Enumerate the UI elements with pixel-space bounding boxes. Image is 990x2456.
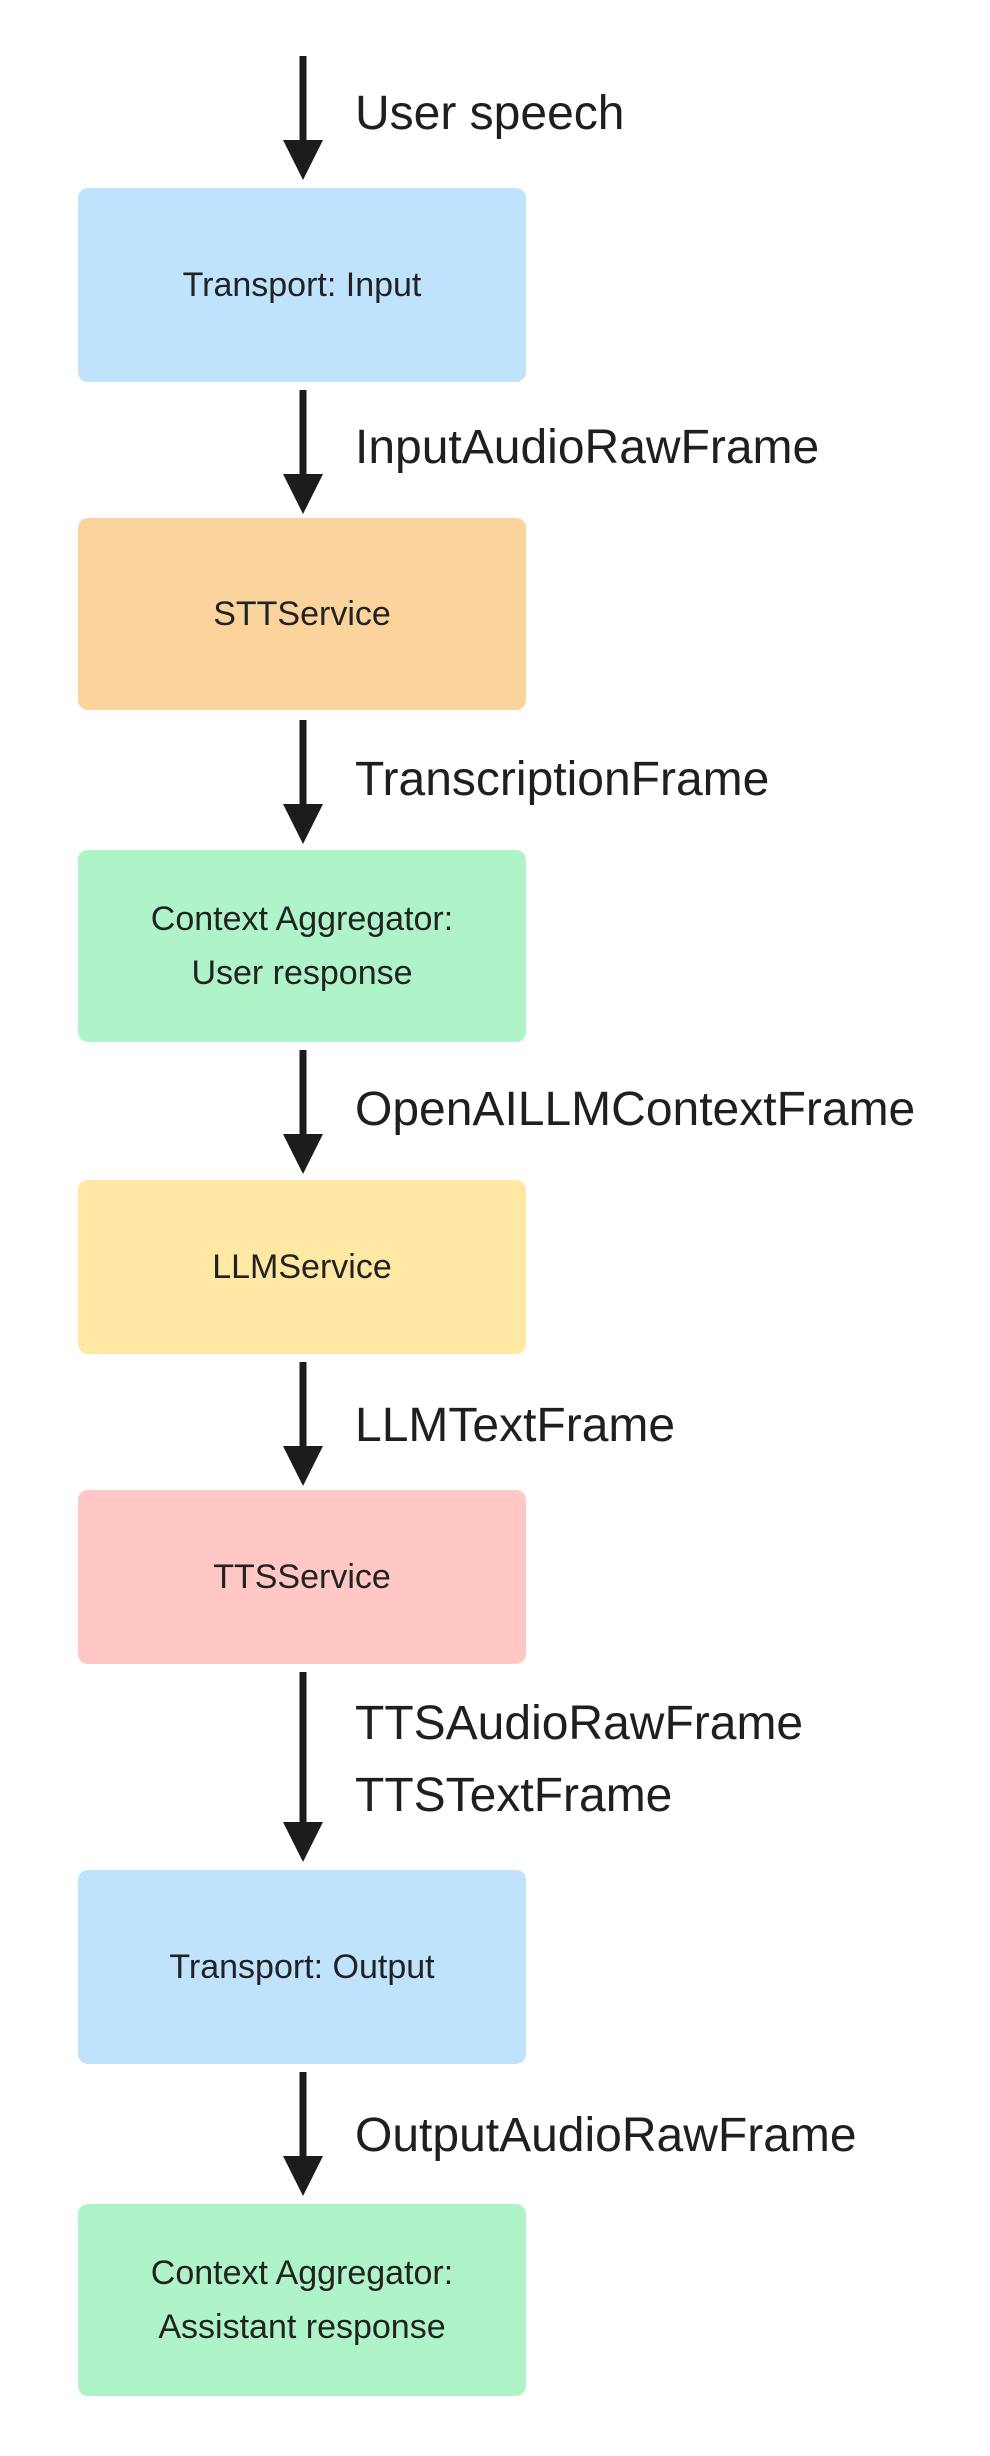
arrow-input-audio-raw-frame bbox=[283, 390, 323, 514]
box-label-line-1: Context Aggregator: bbox=[150, 2254, 454, 2292]
arrow-output-audio-raw-frame bbox=[283, 2072, 323, 2196]
edge-label-input-audio-raw-frame: InputAudioRawFrame bbox=[355, 421, 820, 474]
context-aggregator-assistant-box: Context Aggregator: Assistant response bbox=[78, 2204, 526, 2396]
box-label: Transport: Input bbox=[182, 266, 422, 304]
box-label-line-2: User response bbox=[191, 954, 413, 992]
edge-label-output-audio-raw-frame: OutputAudioRawFrame bbox=[355, 2109, 857, 2162]
edge-label-openai-llm-context-frame: OpenAILLMContextFrame bbox=[355, 1083, 916, 1136]
arrow-tts-audio-and-text-frames bbox=[283, 1672, 323, 1862]
llm-service-box: LLMService bbox=[78, 1180, 526, 1354]
box-label: TTSService bbox=[213, 1558, 391, 1596]
arrow-user-speech bbox=[283, 56, 323, 180]
context-aggregator-user-box: Context Aggregator: User response bbox=[78, 850, 526, 1042]
arrow-openai-llm-context-frame bbox=[283, 1050, 323, 1174]
box-label: LLMService bbox=[212, 1248, 392, 1286]
transport-input-box: Transport: Input bbox=[78, 188, 526, 382]
box-label: STTService bbox=[213, 595, 391, 633]
edge-label-llm-text-frame: LLMTextFrame bbox=[355, 1399, 676, 1452]
stt-service-box: STTService bbox=[78, 518, 526, 710]
box-label-line-1: Context Aggregator: bbox=[150, 900, 454, 938]
edge-label-user-speech: User speech bbox=[355, 87, 625, 140]
edge-label-tts-audio-raw-frame: TTSAudioRawFrame bbox=[355, 1697, 804, 1750]
edge-label-tts-text-frame: TTSTextFrame bbox=[355, 1769, 673, 1822]
edge-label-transcription-frame: TranscriptionFrame bbox=[355, 753, 770, 806]
box-label-line-2: Assistant response bbox=[158, 2308, 446, 2346]
arrow-transcription-frame bbox=[283, 720, 323, 844]
transport-output-box: Transport: Output bbox=[78, 1870, 526, 2064]
tts-service-box: TTSService bbox=[78, 1490, 526, 1664]
box-label: Transport: Output bbox=[169, 1948, 435, 1986]
arrow-llm-text-frame bbox=[283, 1362, 323, 1486]
